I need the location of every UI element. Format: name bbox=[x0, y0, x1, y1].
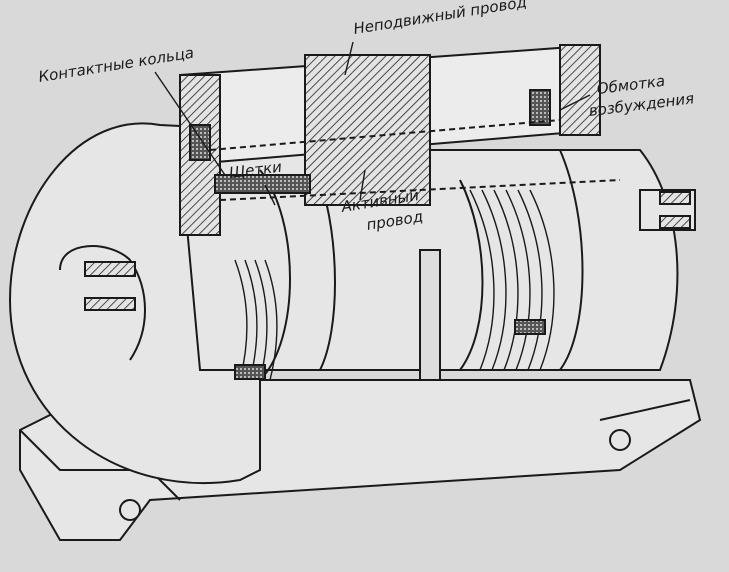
hidden-line bbox=[219, 179, 621, 201]
hidden-line bbox=[209, 119, 561, 151]
mount-pad-right bbox=[514, 319, 546, 335]
center-support bbox=[419, 249, 441, 381]
bearing-right-bottom bbox=[659, 215, 691, 229]
rotor-stripes bbox=[234, 189, 555, 381]
contact-rings bbox=[214, 174, 311, 194]
section-wall-right bbox=[559, 44, 601, 136]
foot-bolt-right bbox=[609, 429, 631, 451]
base-edge bbox=[19, 429, 181, 501]
rotor-edge bbox=[459, 179, 484, 371]
shaft-opening bbox=[59, 245, 146, 361]
rotor-edge bbox=[559, 149, 584, 371]
stationary-wire-block bbox=[304, 54, 431, 206]
mount-pad-left bbox=[234, 364, 266, 380]
field-winding-right bbox=[529, 89, 551, 126]
bearing-left-top bbox=[84, 261, 136, 277]
foot-bolt-left bbox=[119, 499, 141, 521]
bearing-left-bottom bbox=[84, 297, 136, 311]
base-edge-right bbox=[599, 399, 691, 421]
leader-lines bbox=[154, 41, 591, 206]
field-winding-left bbox=[189, 124, 211, 161]
bearing-right-top bbox=[659, 191, 691, 205]
